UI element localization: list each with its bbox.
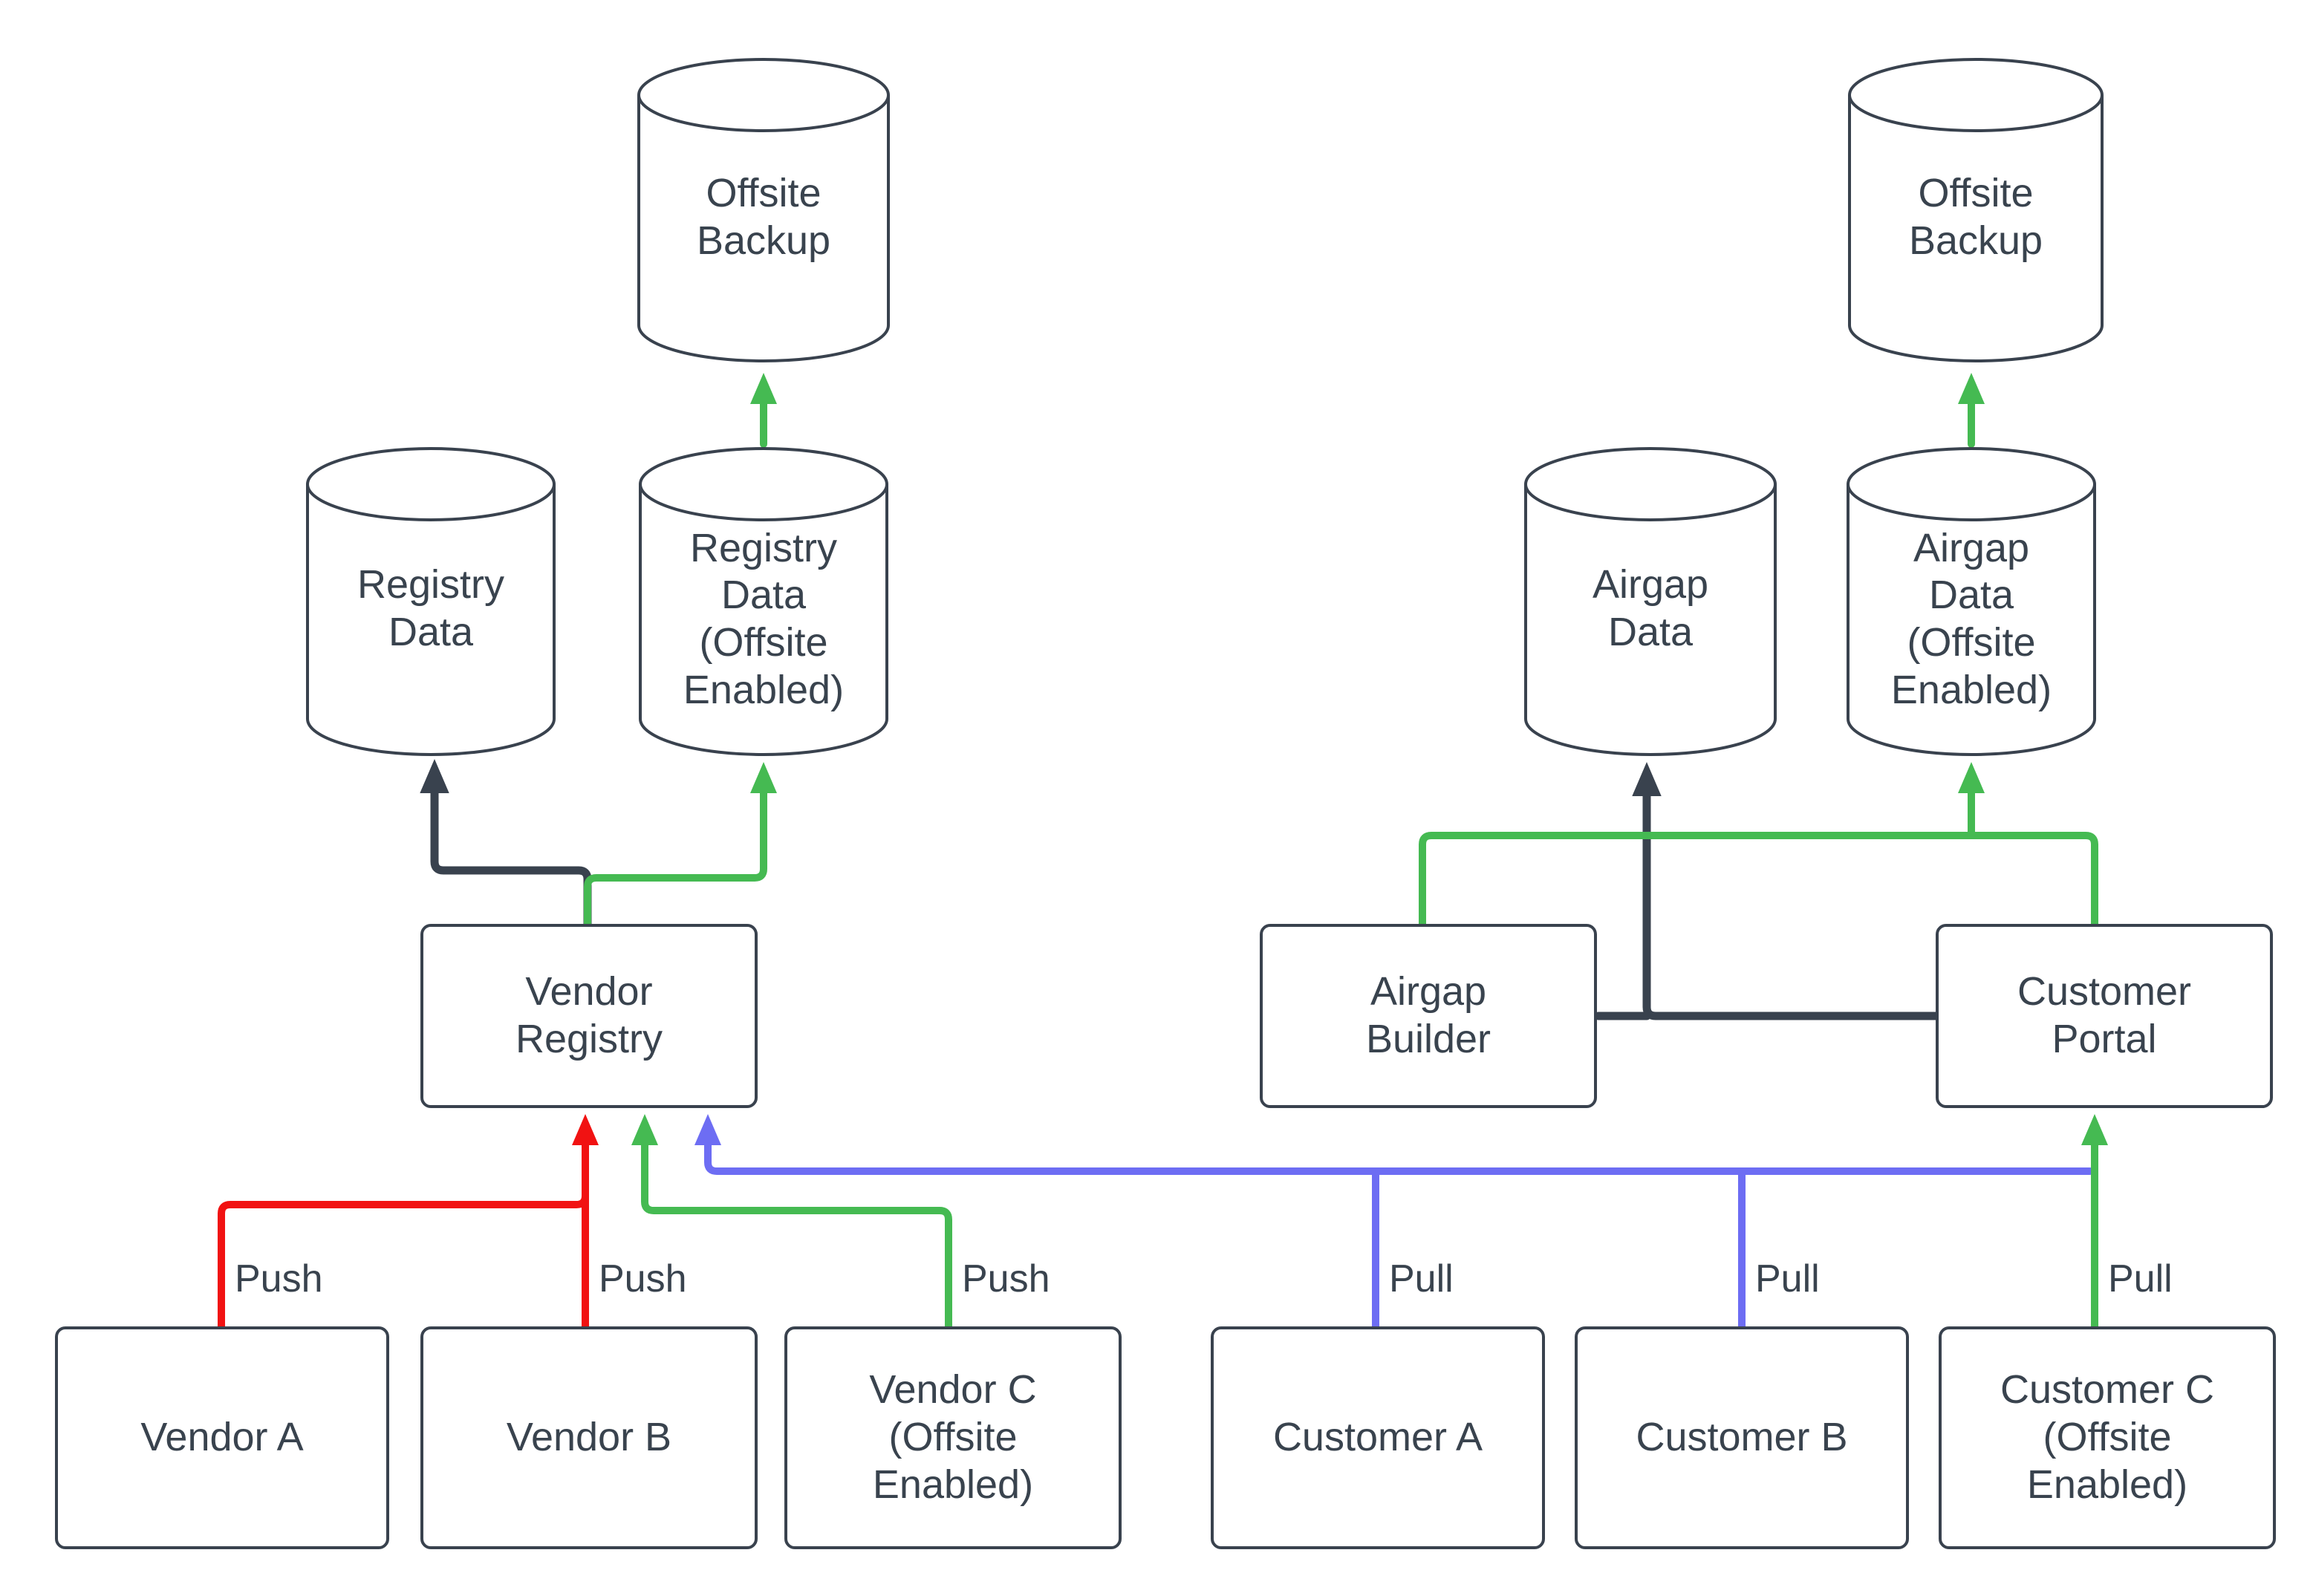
cylinder-offsite-backup-left: Offsite Backup — [636, 56, 891, 364]
edge-label-push-vendor-b: Push — [596, 1258, 690, 1300]
cylinder-airgap-data: Airgap Data — [1523, 446, 1778, 758]
node-vendor-c: Vendor C (Offsite Enabled) — [784, 1326, 1122, 1549]
edge-customer-portal-to-airgap-data — [1632, 762, 1940, 1020]
cylinder-label: Airgap Data — [1592, 562, 1709, 654]
node-customer-portal: Customer Portal — [1936, 924, 2273, 1108]
node-customer-a: Customer A — [1211, 1326, 1545, 1549]
edge-vendor-c-push-line — [631, 1114, 952, 1332]
node-airgap-builder: Airgap Builder — [1260, 924, 1597, 1108]
cylinder-shape — [306, 447, 556, 756]
node-vendor-registry: Vendor Registry — [420, 924, 758, 1108]
cylinder-label: Offsite Backup — [696, 171, 831, 263]
node-vendor-b: Vendor B — [420, 1326, 758, 1549]
edge-label-push-vendor-a: Push — [232, 1258, 326, 1300]
cylinder-label: Offsite Backup — [1908, 171, 2043, 263]
node-vendor-a: Vendor A — [55, 1326, 389, 1549]
edge-vendor-a-push-line — [218, 1183, 589, 1332]
edge-airgap-offsite-network — [1419, 832, 2098, 929]
cylinder-label: Airgap Data (Offsite Enabled) — [1890, 525, 2052, 712]
cylinder-registry-data: Registry Data — [305, 446, 557, 758]
cylinder-label: Registry Data — [357, 562, 505, 654]
cylinder-shape — [637, 58, 890, 362]
cylinder-registry-data-offsite: Registry Data (Offsite Enabled) — [637, 446, 890, 758]
edge-pull-corridor-to-vendor-registry — [694, 1114, 2094, 1175]
edge-label-push-vendor-c: Push — [959, 1258, 1053, 1300]
node-customer-b: Customer B — [1575, 1326, 1909, 1549]
edge-vendor-registry-to-registry-data-offsite — [584, 762, 778, 929]
node-customer-c: Customer C (Offsite Enabled) — [1939, 1326, 2276, 1549]
edge-label-pull-customer-c: Pull — [2105, 1258, 2176, 1300]
cylinder-label: Registry Data (Offsite Enabled) — [683, 525, 845, 712]
cylinder-shape — [1847, 447, 2096, 756]
edge-vendor-registry-to-registry-data — [420, 759, 592, 930]
edge-label-pull-customer-b: Pull — [1752, 1258, 1823, 1300]
edge-label-pull-customer-a: Pull — [1386, 1258, 1457, 1300]
cylinder-shape — [1524, 447, 1777, 756]
cylinder-offsite-backup-right: Offsite Backup — [1847, 56, 2105, 364]
cylinder-shape — [639, 447, 888, 756]
cylinder-shape — [1848, 58, 2104, 362]
cylinder-airgap-data-offsite: Airgap Data (Offsite Enabled) — [1845, 446, 2098, 758]
